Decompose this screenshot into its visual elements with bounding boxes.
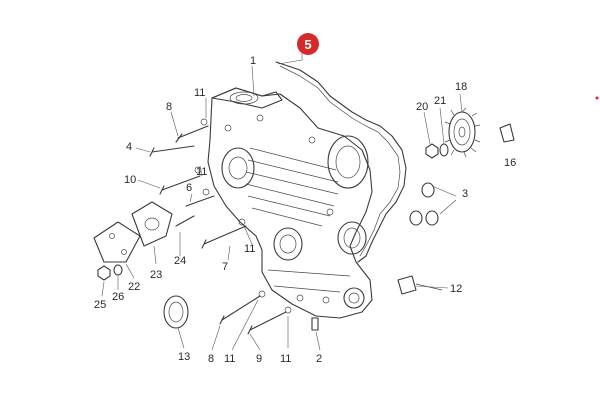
- label-part-3: 3: [462, 188, 468, 200]
- bolt-6-lower: [219, 290, 266, 325]
- label-part-16-cut: 16: [504, 157, 516, 169]
- left-boss: [221, 147, 255, 189]
- sensor-plug: [397, 275, 417, 295]
- top-flange: [211, 87, 283, 109]
- label-part-24: 24: [174, 255, 186, 267]
- bolt-9: [247, 306, 292, 335]
- dowel-pin: [311, 317, 319, 331]
- washer: [439, 143, 449, 157]
- label-part-4: 4: [126, 141, 132, 153]
- bolt-4: [149, 145, 195, 157]
- label-part-26: 26: [112, 291, 124, 303]
- label-part-11-top: 11: [194, 87, 205, 99]
- label-part-21: 21: [434, 95, 446, 107]
- label-part-25: 25: [94, 299, 106, 311]
- label-part-7: 7: [222, 261, 228, 273]
- label-part-11-mid: 11: [196, 166, 207, 178]
- label-part-11-bottom-left: 11: [224, 353, 235, 365]
- pulley-edge: [499, 123, 515, 143]
- label-part-11-bottom-right: 11: [280, 353, 291, 365]
- bottom-port: [343, 287, 365, 309]
- drive-gear: [444, 107, 481, 158]
- washer: [113, 264, 123, 276]
- bolt-6-upper: [185, 188, 215, 207]
- oil-seal: [163, 295, 189, 329]
- label-part-11-right: 11: [244, 243, 255, 255]
- highlight-callout[interactable]: 5: [297, 33, 319, 55]
- lower-hole: [273, 227, 303, 261]
- bolt-8: [175, 118, 209, 143]
- label-part-10: 10: [124, 174, 136, 186]
- o-ring: [409, 210, 423, 226]
- label-part-18: 18: [455, 81, 467, 93]
- timing-cover-body: [207, 87, 373, 319]
- label-part-6-upper: 6: [186, 182, 192, 194]
- label-part-20: 20: [416, 101, 428, 113]
- bolt-10: [159, 166, 202, 195]
- nut: [97, 265, 111, 281]
- label-part-8-lower: 8: [208, 353, 214, 365]
- callout-badge[interactable]: [297, 33, 319, 55]
- bolt-7: [201, 218, 247, 249]
- timing-cover-gasket: [275, 61, 407, 263]
- edge-mark: [595, 96, 599, 100]
- seal-bore: [337, 221, 367, 255]
- cover-plate: [93, 221, 141, 263]
- stud: [175, 215, 195, 227]
- label-part-12: 12: [450, 283, 462, 295]
- label-part-8-upper: 8: [166, 101, 172, 113]
- label-part-23: 23: [150, 269, 162, 281]
- plate-gasket: [131, 201, 173, 247]
- o-ring: [421, 182, 435, 198]
- label-part-13: 13: [178, 351, 190, 363]
- label-part-9: 9: [256, 353, 262, 365]
- shaft-nut: [425, 143, 439, 159]
- label-part-22: 22: [128, 281, 140, 293]
- crank-boss: [327, 135, 369, 189]
- label-part-1: 1: [250, 55, 256, 67]
- o-ring: [425, 210, 439, 226]
- callout-label: 5: [304, 37, 311, 52]
- label-part-2: 2: [316, 353, 322, 365]
